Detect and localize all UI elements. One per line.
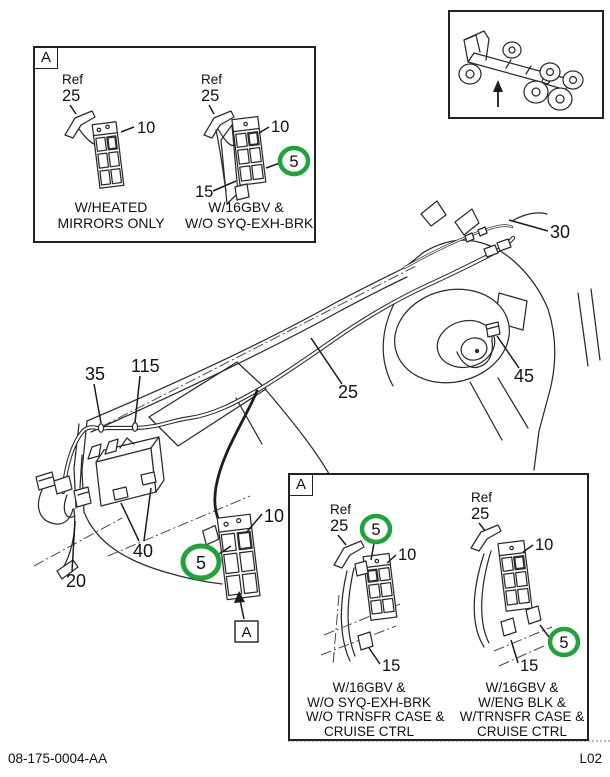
inset-detail-top-left: A Re [33,46,316,243]
inset-tag-box: A [35,48,58,69]
strap-25 [203,110,235,139]
inset-detail-bottom-right: A [288,473,589,741]
callout-45: 45 [514,366,534,386]
panel-num-10: 10 [535,536,553,554]
leader-lines [71,219,549,573]
page-boundary-dots [288,740,610,742]
ref-num-25: 25 [471,505,489,523]
clip-5 [525,605,542,625]
inset-tag-box: A [290,475,313,496]
highlight-circle-5 [547,626,581,658]
clip-num-15: 15 [382,657,400,674]
callout-115: 115 [131,356,160,376]
ref-label: Ref [330,502,351,517]
inset-tag-letter: A [295,476,306,493]
callout-25: 25 [338,382,358,402]
clip-15 [357,631,374,651]
strap-25 [470,524,502,552]
strap-25 [333,540,365,569]
inset-bottom-right-art: Ref 25 5 10 15 [320,490,581,674]
figure-caption: W/16GBV & W/O SYQ-EXH-BRK [185,199,314,231]
clip-15 [500,617,517,637]
fuse-panel [362,552,398,621]
truck-chassis-icon [458,30,584,111]
up-arrow-icon [493,80,503,107]
relay-clip-a [112,486,129,501]
panel-num-10: 10 [271,118,289,136]
highlight-circle-5 [277,145,311,177]
clip-num-15: 15 [520,657,538,674]
detail-tag-A [234,591,259,643]
mirror-panel [91,121,125,189]
figure-16gbv: Ref 25 10 5 15 [195,72,311,205]
clip-15 [234,183,250,201]
wiring-harness-25 [60,235,516,495]
harness-clip-115 [131,422,139,432]
inset-top-left-art: Ref 25 10 [62,72,311,205]
figure-w-trnsfr: Ref 25 10 5 15 [470,490,581,674]
highlight-circle-5 [180,543,222,581]
panel-num-10: 10 [137,119,155,137]
page-code: L02 [579,751,602,766]
fuse-block-panel [202,513,261,601]
highlight-circle-5 [359,513,393,545]
document-number: 08-175-0004-AA [8,751,108,766]
ref-num-25: 25 [201,87,219,105]
booster-assembly [382,288,510,387]
figure-wo-trnsfr: Ref 25 5 10 15 [320,502,416,674]
callout-10: 10 [264,506,284,526]
figure-caption: W/16GBV & W/O SYQ-EXH-BRK W/O TRNSFR CAS… [306,680,445,739]
vehicle-locator-box [448,10,604,119]
branch-wire [213,389,259,535]
clip-num-15: 15 [195,183,213,201]
relay-box-40 [87,436,165,507]
cable-30 [402,212,548,270]
figure-caption: W/HEATED MIRRORS ONLY [57,199,165,231]
inset-tag-letter: A [40,49,51,66]
ref-label: Ref [201,72,222,87]
strap-25 [64,110,96,139]
callout-30: 30 [550,222,570,242]
detail-tag-letter: A [241,624,251,641]
highlight-num-5: 5 [559,634,568,652]
panel-num-10: 10 [398,546,416,564]
relay-clip-b [140,471,157,486]
callout-5: 5 [196,553,206,573]
callout-40: 40 [133,541,153,561]
ref-label: Ref [62,72,83,87]
figure-heated-mirrors: Ref 25 10 [62,72,155,189]
ref-label: Ref [471,490,492,505]
figure-caption: W/16GBV & W/ENG BLK & W/TRNSFR CASE & CR… [459,680,585,739]
harness-clip-35 [97,423,105,433]
highlight-num-5: 5 [289,153,298,171]
fuse-panel [497,539,533,612]
ref-num-25: 25 [330,517,348,535]
fuse-panel [231,115,267,186]
ref-num-25: 25 [62,87,80,105]
highlight-num-5: 5 [371,521,380,539]
callout-35: 35 [85,364,105,384]
callout-20: 20 [66,571,86,591]
valve-45 [485,321,501,338]
